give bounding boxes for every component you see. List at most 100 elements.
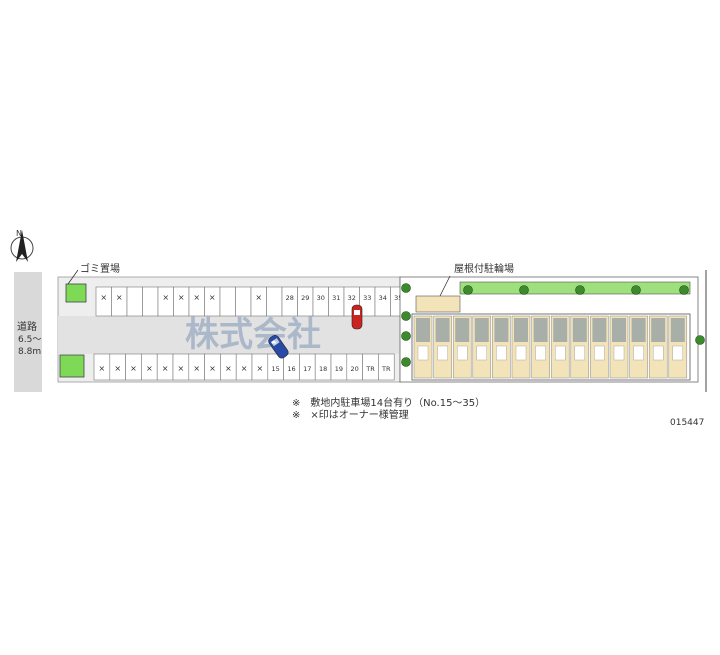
building-unit (492, 315, 511, 379)
bike-parking (415, 295, 461, 313)
parking-space-label: 19 (335, 365, 343, 373)
parking-space: 17 (299, 353, 316, 381)
parking-space (266, 286, 283, 317)
parking-space: 34 (374, 286, 391, 317)
parking-space-label: × (257, 364, 264, 373)
parking-space: TR (378, 353, 395, 381)
tree-icon (401, 331, 411, 341)
building-unit (668, 315, 688, 379)
parking-space (142, 286, 159, 317)
building (411, 313, 691, 381)
parking-space: × (235, 353, 253, 381)
parking-space: × (109, 353, 126, 381)
parking-space-label: × (116, 293, 123, 302)
parking-space-label: × (209, 364, 216, 373)
parking-space: 31 (328, 286, 345, 317)
parking-space-label: 20 (351, 365, 359, 373)
parking-space: × (251, 353, 269, 381)
parking-space: × (204, 286, 221, 317)
parking-space: 20 (346, 353, 363, 381)
parking-space-label: × (178, 293, 185, 302)
parking-space: × (141, 353, 158, 381)
note-line-1: ※ 敷地内駐車場14台有り（No.15〜35） (292, 396, 485, 409)
parking-space: × (156, 353, 174, 381)
parking-space-label: 33 (363, 294, 371, 302)
parking-space-label: 29 (301, 294, 309, 302)
parking-space (219, 286, 236, 317)
driveway (58, 316, 400, 354)
watermark: 株式会社 (185, 315, 321, 355)
building-unit (648, 315, 668, 379)
bike-parking-label: 屋根付駐輪場 (454, 262, 514, 275)
tree-icon (463, 285, 473, 295)
hedge (459, 281, 691, 295)
parking-space-label: × (255, 293, 262, 302)
parking-space-label: TR (365, 365, 375, 373)
parking-space-label: 34 (379, 294, 387, 302)
building-unit (531, 315, 550, 379)
parking-space-label: × (162, 364, 169, 373)
parking-space: 28 (281, 286, 298, 317)
parking-space-label: × (100, 293, 107, 302)
parking-space-label: 35 (394, 294, 402, 302)
green-patch (59, 354, 85, 378)
building-unit (511, 315, 531, 379)
parking-space-label: × (178, 364, 185, 373)
parking-space: 18 (314, 353, 332, 381)
building-unit (550, 315, 570, 379)
road-width-line1: 6.5〜 (18, 335, 41, 345)
building-unit (413, 315, 433, 379)
parking-space-label: 17 (303, 365, 311, 373)
road (14, 272, 42, 392)
parking-space-label: 32 (348, 294, 356, 302)
map-code: 015447 (670, 418, 704, 428)
building-unit (433, 315, 452, 379)
parking-space: × (111, 286, 128, 317)
parking-space: × (172, 353, 190, 381)
tree-icon (679, 285, 689, 295)
tree-icon (631, 285, 641, 295)
parking-space-label: 30 (317, 294, 325, 302)
tree-icon (519, 285, 529, 295)
trees (401, 283, 705, 367)
parking-space-label: × (162, 293, 169, 302)
parking-space-label: × (146, 364, 153, 373)
parking-space: × (95, 286, 112, 317)
red-car-icon (351, 304, 363, 330)
parking-space-label: TR (381, 365, 391, 373)
parking-space-label: 31 (332, 294, 340, 302)
parking-space: × (204, 353, 221, 381)
parking-space-label: × (99, 364, 106, 373)
tree-icon (401, 311, 411, 321)
parking-space: 19 (330, 353, 348, 381)
building-units (413, 315, 688, 379)
note-line-2: ※ ×印はオーナー様管理 (292, 408, 409, 421)
trash-label: ゴミ置場 (80, 262, 120, 275)
trash-area (65, 283, 87, 303)
parking-space: 29 (297, 286, 314, 317)
parking-space: × (220, 353, 237, 381)
road-width-line2: 8.8m (18, 347, 41, 357)
parking-space-label: 15 (272, 365, 280, 373)
tree-icon (401, 357, 411, 367)
parking-space-label: × (225, 364, 232, 373)
parking-space: × (93, 353, 111, 381)
building-unit (629, 315, 648, 379)
tree-icon (401, 283, 411, 293)
parking-space: × (188, 353, 205, 381)
parking-space-label: × (130, 364, 137, 373)
parking-space-label: 18 (319, 365, 327, 373)
building-unit (472, 315, 492, 379)
parking-space: × (173, 286, 190, 317)
parking-space-label: × (209, 293, 216, 302)
parking-space-label: × (193, 364, 200, 373)
tree-icon (575, 285, 585, 295)
north-label: N (16, 229, 22, 238)
road-label: 道路 (17, 320, 37, 333)
building-unit (609, 315, 629, 379)
parking-space: × (157, 286, 174, 317)
parking-space: TR (362, 353, 379, 381)
